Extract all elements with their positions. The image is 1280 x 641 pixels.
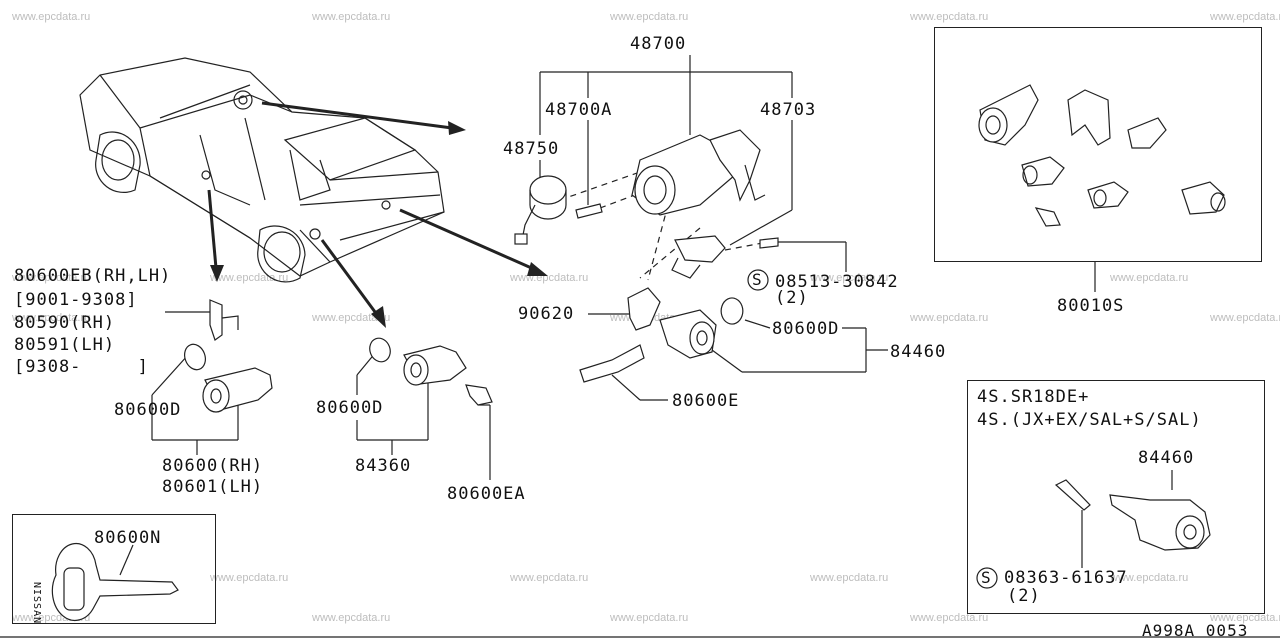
inset-variant-parts	[1054, 479, 1211, 551]
part-label-80590: 80590(RH)	[14, 313, 116, 333]
inset-key-box	[12, 514, 216, 624]
part-label-80600ea: 80600EA	[447, 484, 526, 504]
watermark: www.epcdata.ru	[910, 11, 989, 23]
watermark: www.epcdata.ru	[12, 272, 91, 284]
part-label-08513: 08513-30842	[775, 272, 899, 292]
watermark: www.epcdata.ru	[810, 272, 889, 284]
inset-lock-set-box	[934, 27, 1262, 262]
watermark: www.epcdata.ru	[12, 11, 91, 23]
part-label-84360: 84360	[355, 456, 412, 476]
inset-lock-set-parts	[978, 84, 1226, 227]
part-label-80600e: 80600E	[672, 391, 740, 411]
ignition-cylinder-parts	[579, 287, 744, 383]
part-label-48700a: 48700A	[545, 100, 613, 120]
watermark: www.epcdata.ru	[1210, 312, 1280, 324]
pointer-arrows	[207, 101, 548, 328]
door-lock-parts-left	[184, 299, 273, 413]
part-label-80600-rh: 80600(RH)	[162, 456, 264, 476]
inset-variant-box	[967, 380, 1265, 614]
watermark: www.epcdata.ru	[12, 312, 91, 324]
part-label-08513-qty: (2)	[775, 288, 809, 308]
part-label-80601-lh: 80601(LH)	[162, 477, 264, 497]
watermark: www.epcdata.ru	[1110, 272, 1189, 284]
key-brand-text: NISSAN	[31, 582, 42, 625]
part-label-80591: 80591(LH)	[14, 335, 116, 355]
watermark: www.epcdata.ru	[810, 572, 889, 584]
circle-s-symbols	[747, 269, 998, 589]
key-illustration	[51, 542, 179, 621]
watermark: www.epcdata.ru	[312, 11, 391, 23]
watermark: www.epcdata.ru	[312, 312, 391, 324]
part-label-84460-inset: 84460	[1138, 448, 1195, 468]
inset-title-line1: 4S.SR18DE+	[977, 387, 1090, 407]
watermark: www.epcdata.ru	[312, 612, 391, 624]
inset-title-line2: 4S.(JX+EX/SAL+S/SAL)	[977, 410, 1202, 430]
watermark: www.epcdata.ru	[610, 612, 689, 624]
part-label-84460: 84460	[890, 342, 947, 362]
watermark: www.epcdata.ru	[610, 11, 689, 23]
watermark: www.epcdata.ru	[1110, 572, 1189, 584]
watermark: www.epcdata.ru	[910, 612, 989, 624]
page-code: A998A 0053	[1142, 621, 1249, 640]
watermark: www.epcdata.ru	[1210, 612, 1280, 624]
part-label-80600eb: 80600EB(RH,LH)	[14, 266, 172, 286]
watermark: www.epcdata.ru	[210, 572, 289, 584]
part-label-90620: 90620	[518, 304, 575, 324]
part-label-08363-qty: (2)	[1007, 586, 1041, 606]
part-label-48700: 48700	[630, 34, 687, 54]
part-label-80600d-mid: 80600D	[316, 398, 384, 418]
part-label-48750: 48750	[503, 139, 560, 159]
part-label-9308: [9308- ]	[14, 357, 149, 377]
part-label-48703: 48703	[760, 100, 817, 120]
part-label-80600d-right: 80600D	[772, 319, 840, 339]
part-label-9001-9308: [9001-9308]	[14, 290, 138, 310]
circle-s-symbol: S	[752, 270, 763, 289]
car-illustration	[79, 57, 445, 283]
part-label-80600n: 80600N	[94, 528, 162, 548]
watermark: www.epcdata.ru	[210, 272, 289, 284]
part-label-80600d-left: 80600D	[114, 400, 182, 420]
circle-s-symbol: S	[981, 568, 992, 587]
leader-lines	[119, 55, 1173, 576]
trunk-lock-parts-middle	[369, 337, 493, 406]
part-label-80010s: 80010S	[1057, 296, 1125, 316]
part-label-08363: 08363-61637	[1004, 568, 1128, 588]
watermark: www.epcdata.ru	[1210, 11, 1280, 23]
ignition-switch-assembly	[514, 129, 779, 279]
watermark: www.epcdata.ru	[910, 312, 989, 324]
watermark: www.epcdata.ru	[510, 572, 589, 584]
